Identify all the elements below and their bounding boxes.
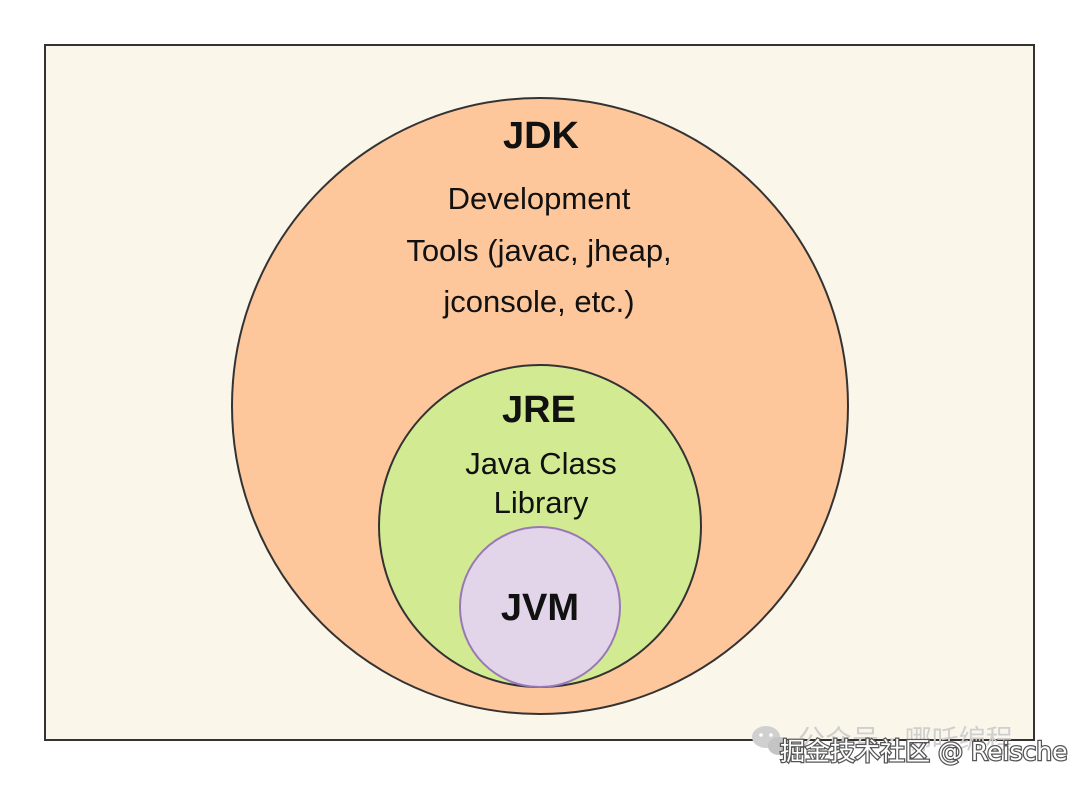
jdk-title: JDK (503, 115, 580, 157)
jre-description-line-2: Library (494, 485, 589, 520)
jdk-description-line-2: Tools (javac, jheap, (406, 233, 671, 268)
jdk-description-line-3: jconsole, etc.) (442, 284, 634, 319)
wechat-icon (752, 726, 790, 755)
jdk-description-line-1: Development (448, 181, 631, 216)
juejin-watermark-text: 掘金技术社区 @ Reische (780, 737, 1067, 766)
jre-title: JRE (502, 389, 576, 431)
jvm-title: JVM (501, 587, 579, 629)
jvm-circle (459, 526, 621, 688)
jre-description-line-1: Java Class (465, 446, 617, 481)
wechat-watermark-text: 公众号 · 哪吒编程 (798, 725, 1013, 756)
